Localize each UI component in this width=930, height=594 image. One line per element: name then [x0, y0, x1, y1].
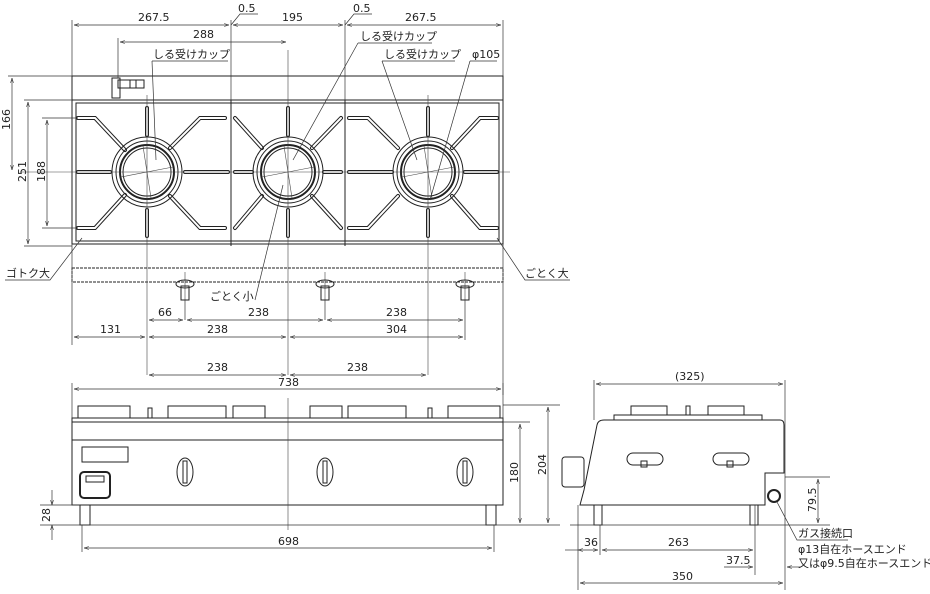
label-burner-diameter: φ105 [472, 48, 500, 61]
dim-width-left: 267.5 [138, 11, 170, 24]
gas-inlet [767, 489, 781, 503]
dim-37-5: 37.5 [726, 554, 751, 567]
label-drip-cup-middle: しる受けカップ [360, 30, 437, 43]
dim-238-e: 238 [347, 361, 368, 374]
dim-238-b: 238 [386, 306, 407, 319]
name-plate [81, 446, 129, 463]
dim-width-middle: 195 [282, 11, 303, 24]
front-view: 738 20 [40, 376, 560, 552]
dim-total-width: 738 [278, 376, 299, 389]
label-grate-large-right: ごとく大 [525, 266, 569, 280]
side-view: (325) 79.5 36 263 37.5 350 ガス接続口 φ13自在ホー… [561, 370, 930, 590]
front-knob-middle [316, 457, 334, 487]
dim-263: 263 [668, 536, 689, 549]
gas-elbow-fitting [111, 77, 145, 99]
dim-350: 350 [672, 570, 693, 583]
knob-middle [315, 271, 335, 301]
dim-burner-span: 288 [193, 28, 214, 41]
dim-304: 304 [386, 323, 407, 336]
dim-height-188: 188 [35, 161, 48, 182]
front-knob-right [456, 457, 474, 487]
dim-depth-325: (325) [675, 370, 705, 383]
label-gas-connection: ガス接続口 [798, 526, 853, 540]
dim-height-204: 204 [536, 454, 549, 475]
label-gas-spec-13: φ13自在ホースエンド [798, 543, 907, 556]
dim-width-right: 267.5 [405, 11, 437, 24]
label-grate-small: ごとく小 [210, 289, 254, 303]
dim-238-d: 238 [207, 361, 228, 374]
label-drip-cup-left: しる受けカップ [153, 48, 230, 61]
dim-238-a: 238 [248, 306, 269, 319]
dim-66: 66 [158, 306, 172, 319]
dim-height-166: 166 [0, 109, 13, 130]
front-knob-left [176, 457, 194, 487]
label-gas-spec-9-5: 又はφ9.5自在ホースエンド [798, 557, 930, 570]
knob-left [175, 271, 195, 301]
dim-height-180: 180 [508, 462, 521, 483]
top-view: 267.5 195 267.5 0.5 0.5 288 しる受けカップ しる受け… [0, 2, 570, 395]
dim-238-c: 238 [207, 323, 228, 336]
dim-36: 36 [584, 536, 598, 549]
dim-height-28: 28 [40, 508, 53, 522]
dim-gap-right: 0.5 [353, 2, 371, 15]
dim-height-251: 251 [16, 161, 29, 182]
dim-height-79-5: 79.5 [806, 488, 819, 513]
dim-gap-left: 0.5 [238, 2, 256, 15]
dim-131: 131 [100, 323, 121, 336]
dim-feet-width: 698 [278, 535, 299, 548]
ignition-box [79, 471, 111, 499]
side-ignition-box [561, 456, 585, 488]
label-drip-cup-right: しる受けカップ [384, 48, 461, 61]
knob-right [455, 271, 475, 301]
label-grate-large-left: ゴトク大 [6, 266, 50, 280]
